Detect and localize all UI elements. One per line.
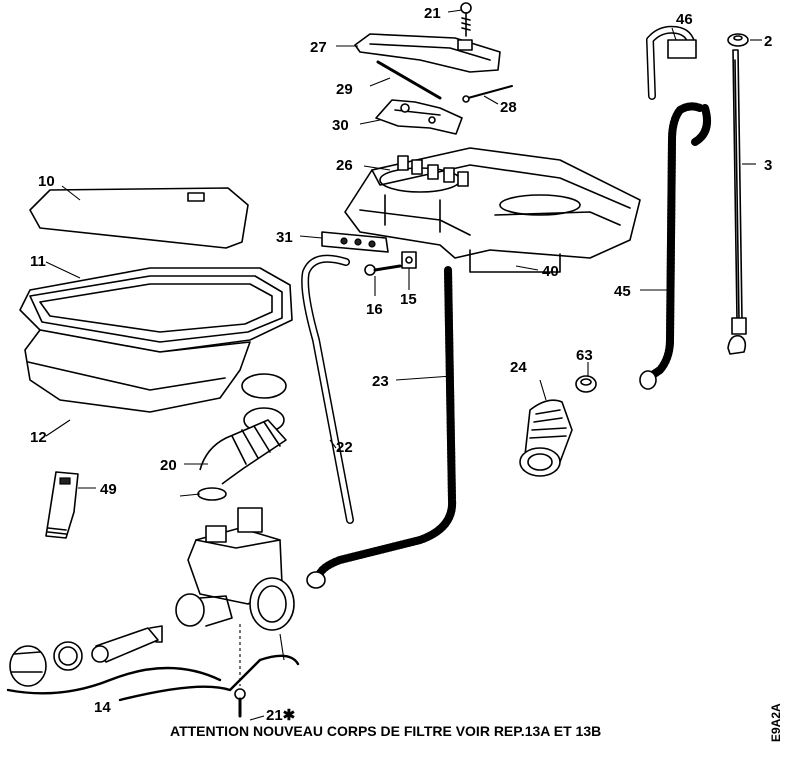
side-code: E9A2A bbox=[769, 703, 783, 742]
callout-20: 20 bbox=[160, 457, 177, 474]
part-21-screw bbox=[460, 2, 472, 37]
part-15-nut bbox=[401, 251, 417, 269]
part-40-main-panel bbox=[344, 147, 641, 273]
callout-21-star: 21✱ bbox=[266, 707, 296, 724]
part-27-cover-plate bbox=[354, 33, 501, 73]
part-22-hose bbox=[301, 254, 354, 524]
part-63-plug bbox=[575, 375, 597, 393]
part-12-tub-base bbox=[24, 329, 251, 413]
part-49-filter-brush bbox=[45, 471, 79, 539]
part-29-rod bbox=[376, 60, 442, 100]
callout-31: 31 bbox=[276, 229, 293, 246]
part-21-lower-screw bbox=[234, 624, 246, 718]
part-24-elbow bbox=[519, 399, 573, 477]
callout-24: 24 bbox=[510, 359, 527, 376]
part-2-cap bbox=[727, 33, 749, 47]
callout-26: 26 bbox=[336, 157, 353, 174]
part-23-long-hose bbox=[306, 266, 457, 589]
part-10-lid bbox=[29, 187, 249, 249]
callout-45: 45 bbox=[614, 283, 631, 300]
part-28-pin bbox=[462, 85, 513, 103]
footer-note: ATTENTION NOUVEAU CORPS DE FILTRE VOIR R… bbox=[170, 723, 601, 739]
part-16-screw bbox=[364, 264, 402, 276]
part-3-tube bbox=[727, 49, 747, 355]
callout-63: 63 bbox=[576, 347, 593, 364]
part-14-filter-set bbox=[6, 625, 300, 702]
callout-15: 15 bbox=[400, 291, 417, 308]
part-31-switch-strip bbox=[321, 231, 389, 253]
callout-46: 46 bbox=[676, 11, 693, 28]
callout-3: 3 bbox=[764, 157, 772, 174]
leader-lines bbox=[45, 9, 762, 721]
callout-21: 21 bbox=[424, 5, 441, 22]
pump-filter-body bbox=[175, 507, 295, 631]
callout-12: 12 bbox=[30, 429, 47, 446]
part-45-hose bbox=[639, 102, 711, 390]
callout-11: 11 bbox=[30, 253, 46, 270]
part-46-hose-elbow bbox=[646, 25, 697, 100]
callout-16: 16 bbox=[366, 301, 383, 318]
callout-23: 23 bbox=[372, 373, 389, 390]
callout-49: 49 bbox=[100, 481, 117, 498]
callout-14: 14 bbox=[94, 699, 111, 716]
callout-27: 27 bbox=[310, 39, 327, 56]
callout-2: 2 bbox=[764, 33, 772, 50]
part-30-bracket bbox=[375, 99, 463, 135]
callout-10: 10 bbox=[38, 173, 55, 190]
part-20-bellows bbox=[197, 373, 287, 501]
callout-40: 40 bbox=[542, 263, 559, 280]
callout-30: 30 bbox=[332, 117, 349, 134]
callout-labels: 21 46 2 27 29 28 30 26 3 10 11 31 16 15 … bbox=[30, 5, 772, 724]
callout-22: 22 bbox=[336, 439, 353, 456]
callout-28: 28 bbox=[500, 99, 517, 116]
callout-29: 29 bbox=[336, 81, 353, 98]
